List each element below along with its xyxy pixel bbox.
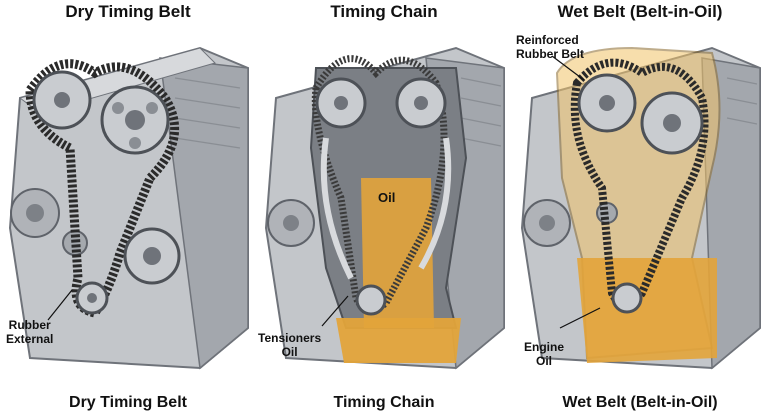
- panel-1-caption: Dry Timing Belt: [0, 394, 256, 412]
- panel-2-caption: Timing Chain: [256, 394, 512, 412]
- panel-2-title: Timing Chain: [256, 2, 512, 22]
- panel-3-caption: Wet Belt (Belt-in-Oil): [512, 394, 768, 412]
- wet-belt-illustration: [512, 28, 768, 390]
- oil-label: Oil: [378, 191, 395, 205]
- panel-3-title: Wet Belt (Belt-in-Oil): [512, 2, 768, 22]
- panel-1-title: Dry Timing Belt: [0, 2, 256, 22]
